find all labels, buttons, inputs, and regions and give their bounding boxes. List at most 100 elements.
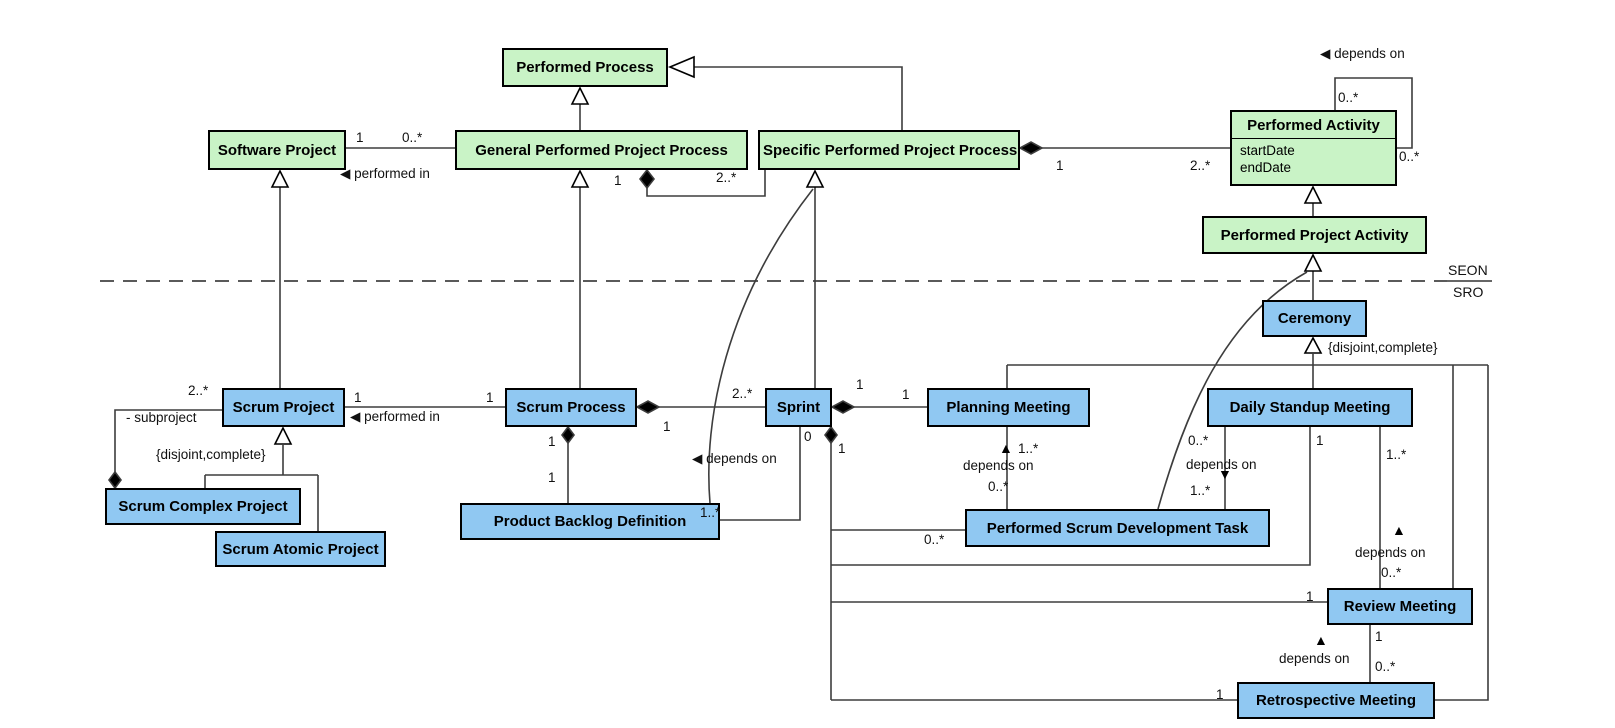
comp-scrum-process-sprint: [635, 400, 765, 414]
label-sprint-pbd-mult-tgt: 1..*: [700, 505, 721, 520]
gen-sprint-to-sppp: [805, 169, 825, 388]
comp-scrum-process-pbd: [561, 425, 575, 503]
class-name: Software Project: [217, 141, 337, 159]
label-psdt-planning-mult-src: 0..*: [988, 479, 1009, 494]
comp-sprint-parts: [824, 425, 1327, 701]
gen-ceremony-to-ppa: [1303, 253, 1323, 300]
label-sproc-sprint-mult-whole: 1: [663, 419, 671, 434]
label-sprint-planning-mult-part: 1: [902, 387, 910, 402]
label-subproject-mult: 2..*: [188, 383, 209, 398]
class-scrum-atomic-project[interactable]: Scrum Atomic Project: [215, 531, 386, 567]
comp-gppp-sppp: [638, 168, 766, 197]
class-attribute: startDate: [1240, 143, 1295, 158]
class-scrum-project[interactable]: Scrum Project: [222, 388, 345, 427]
class-performed-scrum-development-task[interactable]: Performed Scrum Development Task: [965, 509, 1270, 547]
label-scrumproject-gen-constraint: {disjoint,complete}: [156, 447, 266, 462]
class-specific-performed-project-process[interactable]: Specific Performed Project Process: [758, 130, 1020, 170]
assoc-performed-activity-self: [1334, 77, 1413, 149]
class-scrum-process[interactable]: Scrum Process: [505, 388, 637, 427]
class-name: Retrospective Meeting: [1255, 692, 1417, 709]
label-sproj-sproc-mult-src: 1: [354, 390, 362, 405]
label-swproj-gppp-mult-src: 1: [356, 130, 364, 145]
label-dsm-psdt-mult-tgt: 1..*: [1190, 483, 1211, 498]
class-performed-activity[interactable]: Performed Activity startDate endDate: [1230, 110, 1397, 186]
class-attributes: startDate endDate: [1232, 139, 1395, 176]
label-swproj-gppp-mult-tgt: 0..*: [402, 130, 423, 145]
comp-sprint-planning-meeting: [830, 400, 927, 414]
class-name: Scrum Project: [232, 399, 335, 416]
label-retro-review-arrow: ▲: [1314, 632, 1328, 648]
label-gppp-sppp-mult-part: 2..*: [716, 170, 737, 185]
label-sprint-comp-mult-whole: 1: [838, 441, 846, 456]
label-dsm-psdt-arrow: ▼: [1218, 466, 1232, 482]
gen-ppa-to-performed-activity: [1303, 185, 1323, 216]
boundary-label-seon: SEON: [1448, 262, 1488, 278]
label-pa-self-mult-right: 0..*: [1399, 149, 1420, 164]
label-sproc-sprint-mult-part: 2..*: [732, 386, 753, 401]
label-sprint-planning-mult-whole: 1: [856, 377, 864, 392]
class-name: Specific Performed Project Process: [763, 141, 1018, 159]
label-sprint-pbd-name: ◀ depends on: [692, 451, 777, 466]
label-sproc-pbd-mult-part: 1: [548, 470, 556, 485]
label-review-dsm-name: depends on: [1355, 545, 1426, 560]
class-name: Performed Project Activity: [1220, 226, 1409, 244]
label-pa-self-mult-top: 0..*: [1338, 90, 1359, 105]
class-software-project[interactable]: Software Project: [208, 130, 346, 170]
label-pa-self-name: ◀ depends on: [1320, 46, 1405, 61]
label-ceremony-gen-constraint: {disjoint,complete}: [1328, 340, 1438, 355]
class-daily-standup-meeting[interactable]: Daily Standup Meeting: [1207, 388, 1413, 427]
label-sprint-psdt-mult-part: 0..*: [924, 532, 945, 547]
label-sprint-pbd-mult-src: 0: [804, 429, 812, 444]
class-name: Daily Standup Meeting: [1229, 399, 1391, 416]
class-name: Planning Meeting: [946, 399, 1071, 416]
label-sprint-retro-mult-part: 1: [1216, 687, 1224, 702]
label-sppp-pa-mult-whole: 1: [1056, 158, 1064, 173]
gen-set-ceremony: [1006, 336, 1489, 701]
label-psdt-planning-mult-tgt: 1..*: [1018, 441, 1039, 456]
label-retro-review-mult-src: 0..*: [1375, 659, 1396, 674]
class-scrum-complex-project[interactable]: Scrum Complex Project: [105, 488, 301, 525]
class-performed-project-activity[interactable]: Performed Project Activity: [1202, 216, 1427, 254]
assoc-sprint-depends-pbd: [720, 427, 801, 521]
label-review-dsm-mult-tgt: 1..*: [1386, 447, 1407, 462]
class-name: Scrum Atomic Project: [222, 540, 379, 558]
class-name: Performed Activity: [1232, 112, 1395, 139]
gen-scrum-project-to-software-project: [270, 169, 290, 388]
class-ceremony[interactable]: Ceremony: [1262, 300, 1367, 337]
label-dsm-psdt-name: depends on: [1186, 457, 1257, 472]
boundary-label-sro: SRO: [1453, 284, 1484, 300]
class-name: Scrum Process: [516, 399, 626, 416]
label-retro-review-name: depends on: [1279, 651, 1350, 666]
label-review-dsm-mult-src: 0..*: [1381, 565, 1402, 580]
label-review-dsm-arrow: ▲: [1392, 522, 1406, 538]
class-performed-process[interactable]: Performed Process: [502, 48, 668, 87]
class-product-backlog-definition[interactable]: Product Backlog Definition: [460, 503, 720, 540]
label-psdt-planning-arrow: ▲: [999, 440, 1013, 456]
label-sprint-dsm-mult-part: 1: [1316, 433, 1324, 448]
class-attribute: endDate: [1240, 160, 1292, 175]
label-dsm-psdt-mult-src: 0..*: [1188, 433, 1209, 448]
class-planning-meeting[interactable]: Planning Meeting: [927, 388, 1090, 427]
class-sprint[interactable]: Sprint: [765, 388, 832, 427]
label-psdt-planning-name: depends on: [963, 458, 1034, 473]
label-sproj-sproc-mult-tgt: 1: [486, 390, 494, 405]
label-sppp-pa-mult-part: 2..*: [1190, 158, 1211, 173]
class-name: General Performed Project Process: [475, 141, 728, 159]
class-retrospective-meeting[interactable]: Retrospective Meeting: [1237, 682, 1435, 719]
class-general-performed-project-process[interactable]: General Performed Project Process: [455, 130, 748, 170]
label-sprint-review-mult-part: 1: [1306, 589, 1314, 604]
gen-scrum-process-to-gppp: [570, 169, 590, 388]
gen-set-scrum-project: [204, 426, 319, 531]
gen-pbd-to-sppp-curve: [708, 188, 814, 504]
class-name: Product Backlog Definition: [493, 513, 687, 530]
label-gppp-sppp-mult-whole: 1: [614, 173, 622, 188]
gen-gppp-to-performed-process: [570, 86, 590, 130]
label-subproject-role: - subproject: [126, 410, 197, 425]
class-name: Performed Process: [516, 59, 654, 76]
class-review-meeting[interactable]: Review Meeting: [1327, 588, 1473, 625]
comp-sppp-performed-activity: [1018, 141, 1230, 155]
label-sproj-sproc-name: ◀ performed in: [350, 409, 440, 424]
class-name: Sprint: [776, 399, 821, 416]
